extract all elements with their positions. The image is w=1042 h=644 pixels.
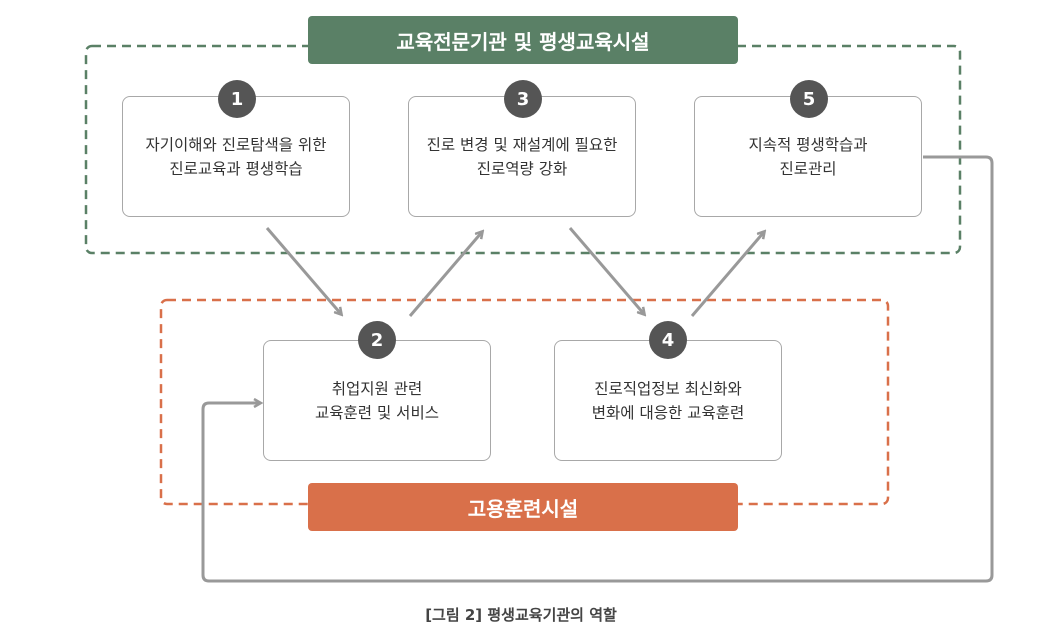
step-badge-5: 5 xyxy=(790,80,828,118)
step-1-line1: 자기이해와 진로탐색을 위한 xyxy=(145,135,327,154)
arrow-3-to-4 xyxy=(568,227,644,314)
step-4-line1: 진로직업정보 최신화와 xyxy=(594,379,742,398)
arrow-2-to-3 xyxy=(408,232,482,317)
figure-caption: [그림 2] 평생교육기관의 역할 xyxy=(425,606,617,624)
step-2-line1: 취업지원 관련 xyxy=(331,379,423,398)
arrow-4-to-5 xyxy=(690,232,764,317)
step-box-2: 취업지원 관련 교육훈련 및 서비스 xyxy=(263,340,491,461)
step-3-line2: 진로역량 강화 xyxy=(476,159,568,178)
green-group-frame xyxy=(84,44,962,255)
step-badge-1: 1 xyxy=(218,80,256,118)
step-1-line2: 진로교육과 평생학습 xyxy=(169,159,303,178)
step-3-line1: 진로 변경 및 재설계에 필요한 xyxy=(426,135,618,154)
arrow-5-to-2-loop xyxy=(201,155,994,583)
arrow-1-to-2 xyxy=(265,227,341,314)
top-banner: 교육전문기관 및 평생교육시설 xyxy=(308,16,738,64)
bottom-banner: 고용훈련시설 xyxy=(308,483,738,531)
step-box-4: 진로직업정보 최신화와 변화에 대응한 교육훈련 xyxy=(554,340,782,461)
step-4-line2: 변화에 대응한 교육훈련 xyxy=(591,403,745,422)
step-badge-3: 3 xyxy=(504,80,542,118)
step-2-line2: 교육훈련 및 서비스 xyxy=(315,403,439,422)
step-badge-2: 2 xyxy=(358,321,396,359)
step-badge-4: 4 xyxy=(649,321,687,359)
step-5-line2: 진로관리 xyxy=(779,159,837,178)
step-5-line1: 지속적 평생학습과 xyxy=(748,135,868,154)
